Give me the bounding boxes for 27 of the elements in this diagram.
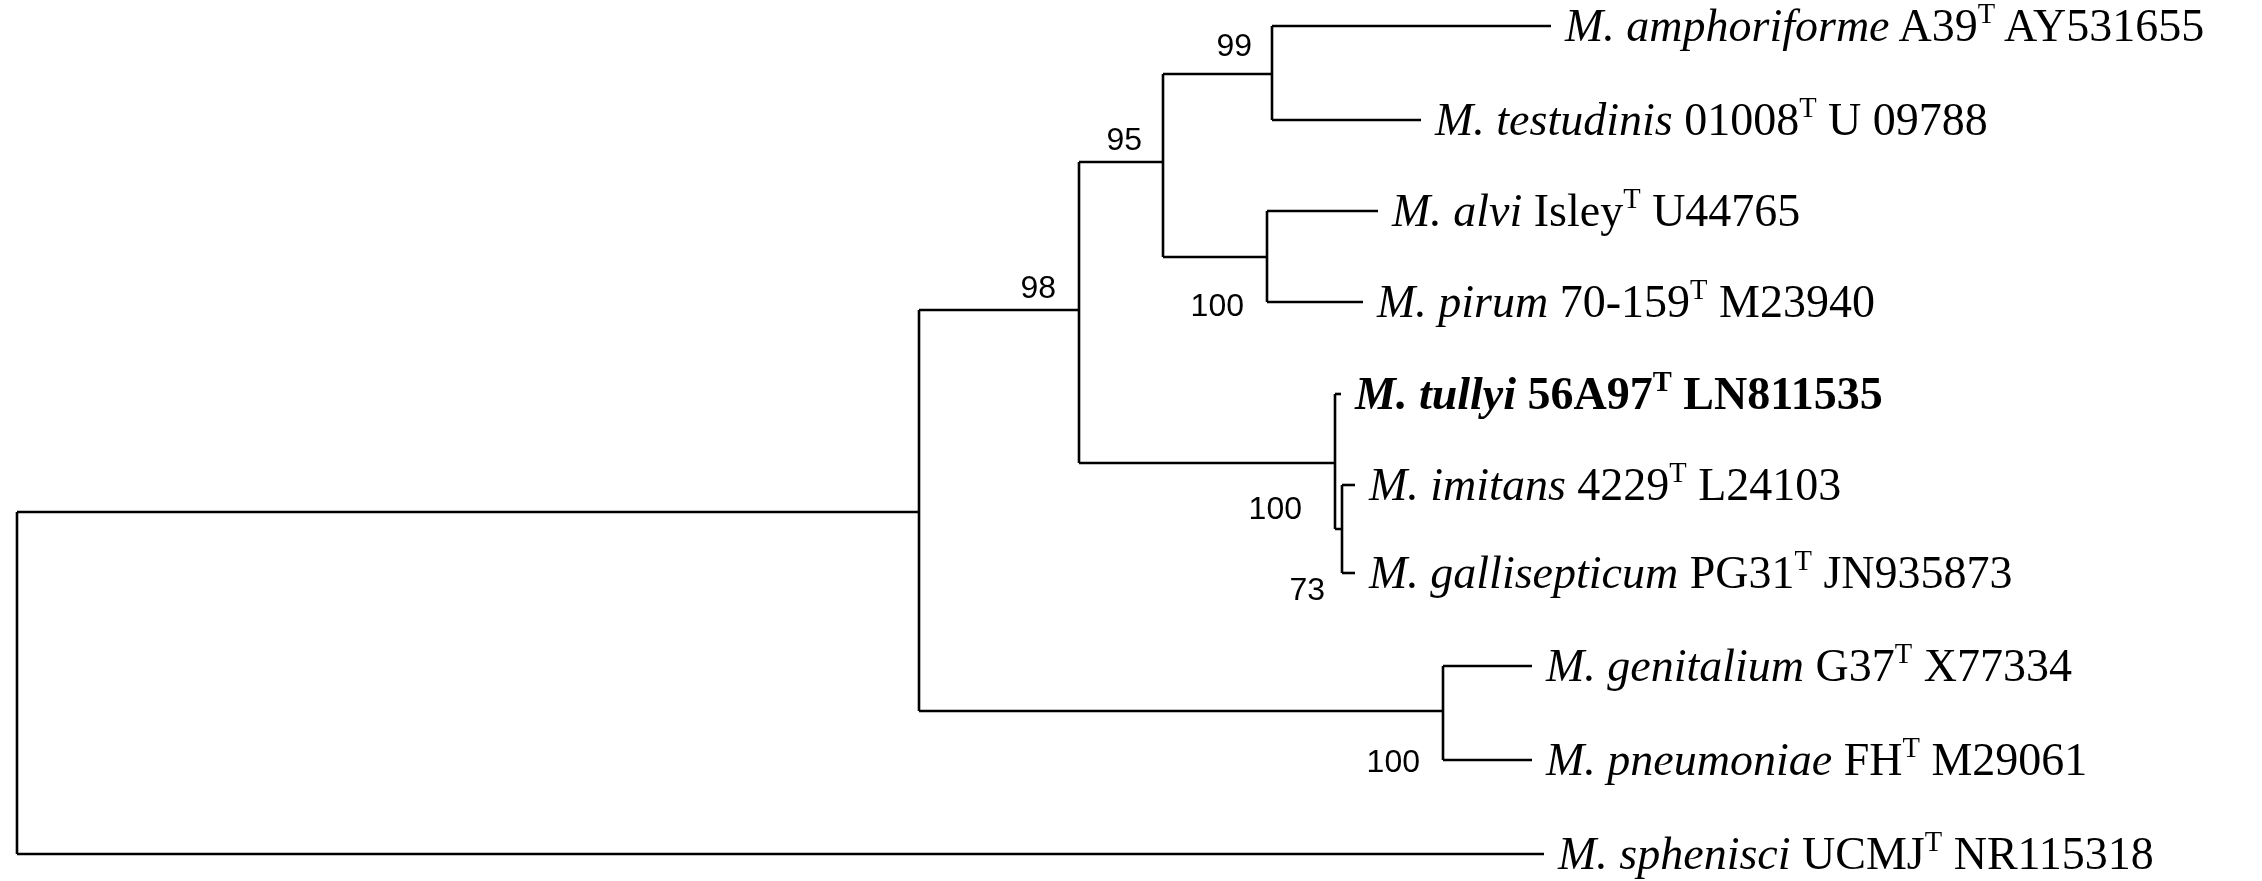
- taxon-label: M. alvi Isley$^{T}$ U44765: [1378, 183, 1801, 239]
- branch-line: [1443, 664, 1532, 668]
- branch-line: [1272, 118, 1421, 122]
- branch-line: [1267, 209, 1378, 213]
- taxon-label: M. tullyi 56A97$^{T}$ LN811535: [1341, 366, 1883, 422]
- branch-line: [1272, 24, 1551, 28]
- branch-line: [1342, 483, 1355, 487]
- taxon-label: M. pneumoniae FH$^{T}$ M29061: [1532, 732, 2088, 788]
- bootstrap-value: 100: [1366, 744, 1420, 780]
- bootstrap-value: 100: [1190, 288, 1244, 324]
- bootstrap-value: 98: [1020, 270, 1056, 306]
- taxon-label: M. amphoriforme A39$^{T}$ AY531655: [1551, 0, 2205, 54]
- branch-line: [1335, 392, 1341, 396]
- branch-line: [1267, 300, 1363, 304]
- branch-line: [1342, 571, 1355, 575]
- taxon-label: M. genitalium G37$^{T}$ X77334: [1532, 638, 2072, 694]
- bootstrap-value: 100: [1248, 491, 1302, 527]
- bootstrap-value: 95: [1106, 122, 1142, 158]
- taxon-label: M. sphenisci UCMJ$^{T}$ NR115318: [1544, 826, 2154, 881]
- taxon-label: M. testudinis 01008$^{T}$ U 09788: [1421, 92, 1988, 148]
- bootstrap-value: 99: [1216, 28, 1252, 64]
- branch-line: [1443, 758, 1532, 762]
- taxon-label: M. gallisepticum PG31$^{T}$ JN935873: [1355, 545, 2013, 601]
- branch-line: [17, 852, 1544, 856]
- bootstrap-value: 73: [1289, 572, 1325, 608]
- taxon-label: M. pirum 70-159$^{T}$ M23940: [1363, 274, 1875, 330]
- taxon-label: M. imitans 4229$^{T}$ L24103: [1355, 457, 1842, 513]
